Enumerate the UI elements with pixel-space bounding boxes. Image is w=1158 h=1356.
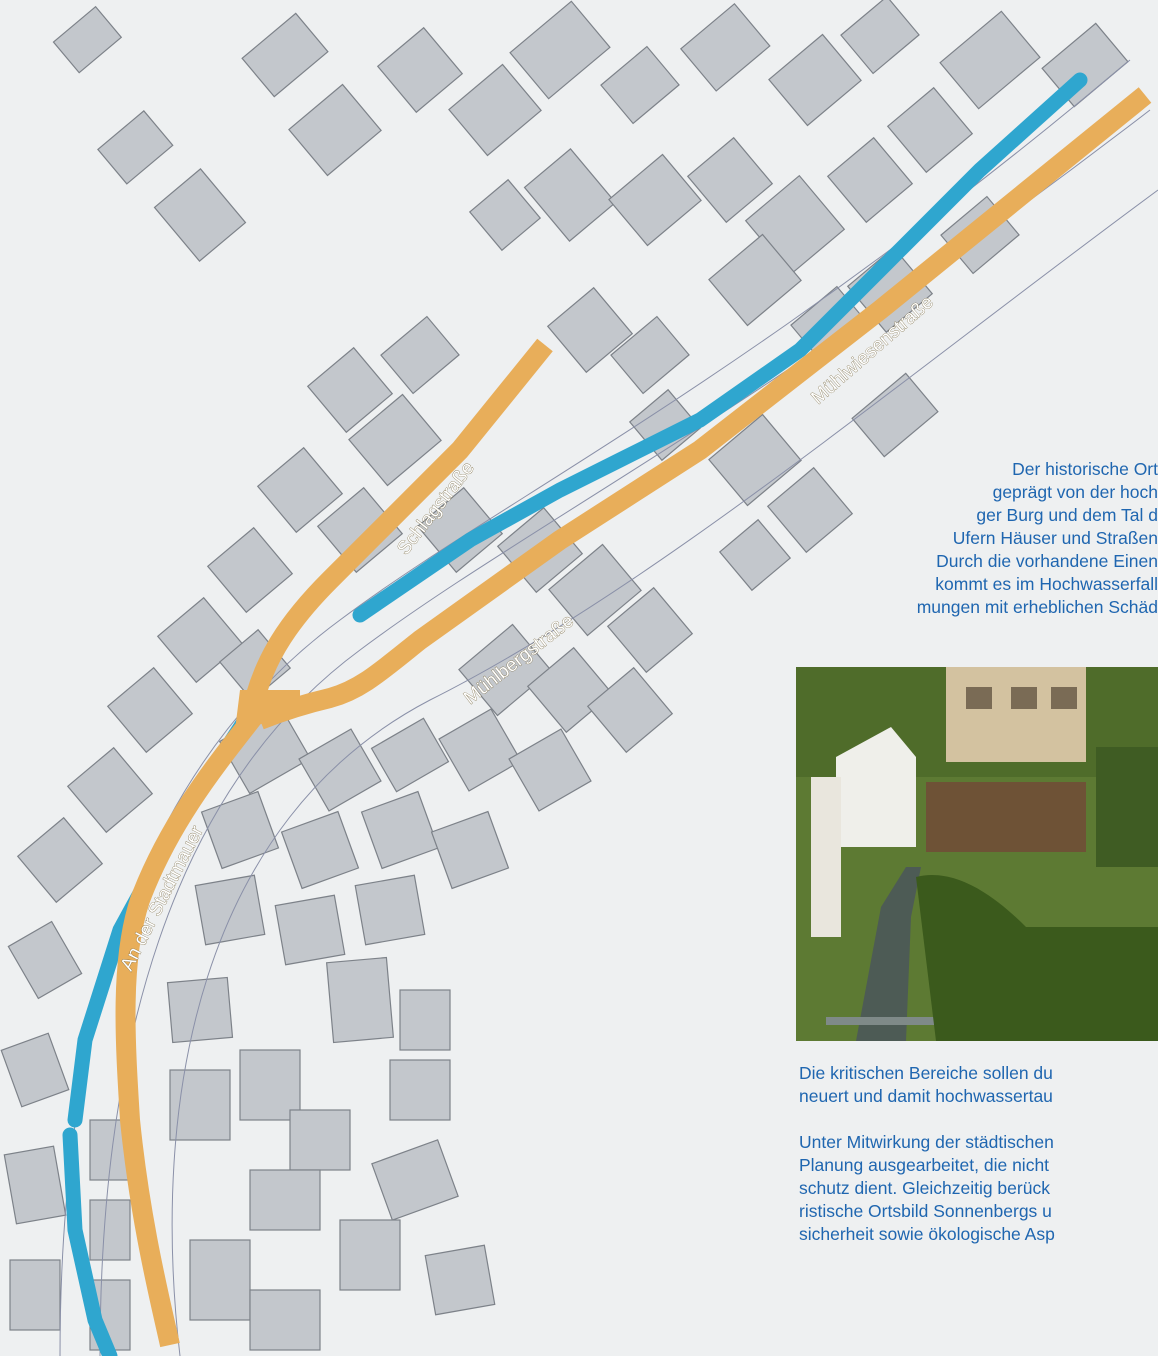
intro-line: Ufern Häuser und Straßen (952, 528, 1158, 548)
intro-line: Durch die vorhandene Einen (936, 551, 1158, 571)
creek-upper (352, 72, 1088, 623)
body-text: Die kritischen Bereiche sollen du neuert… (799, 1062, 1158, 1246)
road-an-der-stadtmauer (115, 708, 263, 1348)
body-line: sicherheit sowie ökologische Asp (799, 1224, 1055, 1244)
intro-text: Der historische Ort geprägt von der hoch… (738, 458, 1158, 619)
road-junction-fill (235, 690, 300, 730)
intro-line: geprägt von der hoch (992, 482, 1158, 502)
intro-line: Der historische Ort (1012, 459, 1158, 479)
body-line: Die kritischen Bereiche sollen du (799, 1063, 1053, 1083)
body-line: ristische Ortsbild Sonnenbergs u (799, 1201, 1052, 1221)
buildings (0, 0, 1129, 1351)
body-line: Planung ausgearbeitet, die nicht (799, 1155, 1050, 1175)
body-line: neuert und damit hochwassertau (799, 1086, 1053, 1106)
body-line: schutz dient. Gleichzeitig berück (799, 1178, 1050, 1198)
intro-line: ger Burg und dem Tal d (976, 505, 1158, 525)
creek-south (62, 1127, 118, 1356)
creek-photo (796, 667, 1158, 1041)
body-line: Unter Mitwirkung der städtischen (799, 1132, 1054, 1152)
roads (115, 87, 1152, 1348)
intro-line: mungen mit erheblichen Schäd (916, 597, 1158, 617)
intro-line: kommt es im Hochwasserfall (935, 574, 1158, 594)
